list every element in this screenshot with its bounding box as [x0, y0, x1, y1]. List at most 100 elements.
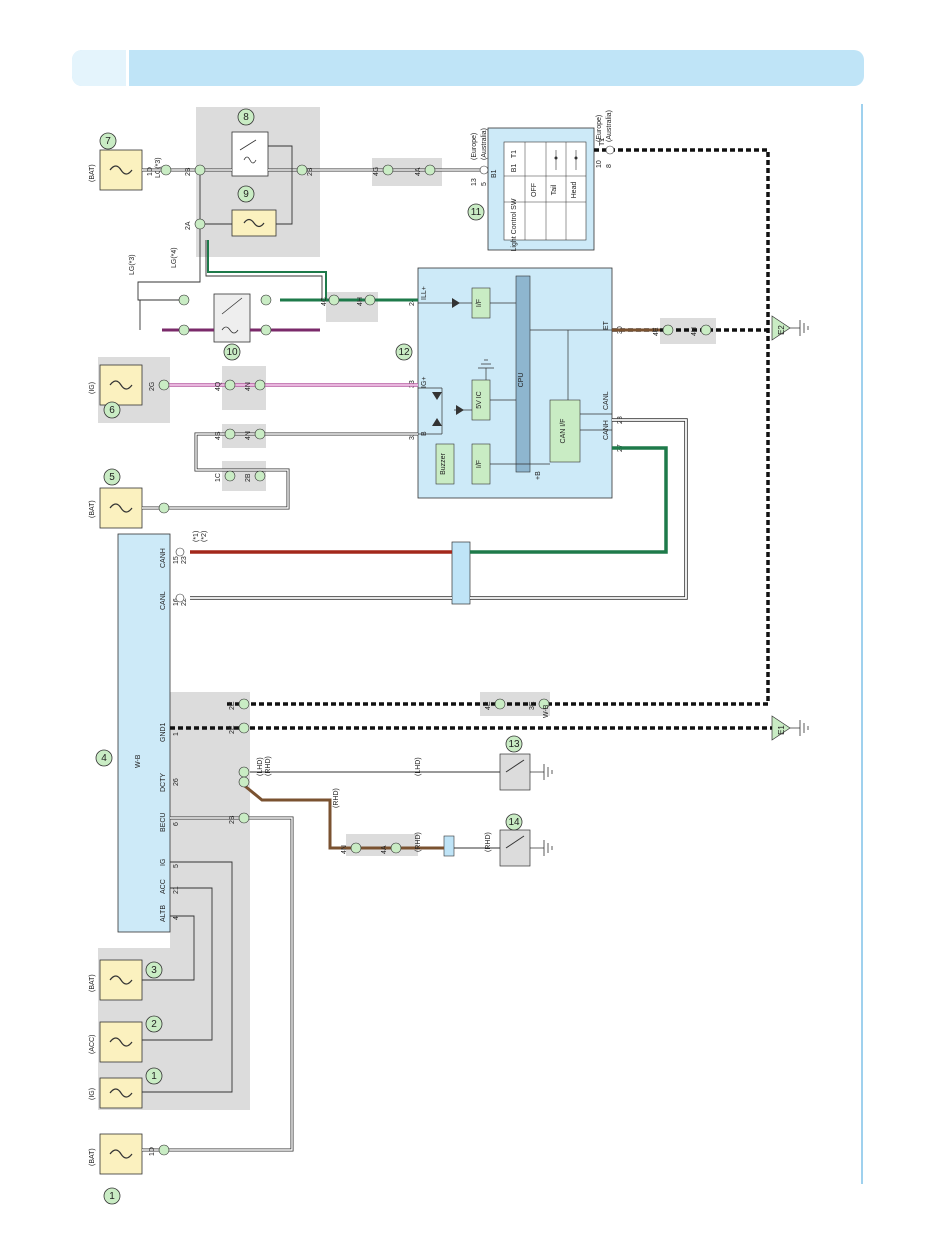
callouts: 1 1 2 3 4 5 6 7 8 9 10 11 12 13 14 — [95, 108, 523, 1205]
rhd-connector — [443, 835, 455, 857]
pin-circle — [254, 470, 266, 482]
pin-circle — [158, 502, 170, 514]
pin-circle — [260, 324, 272, 336]
callout-circle — [99, 132, 117, 150]
if-label: I/F — [476, 299, 483, 307]
callout-1b: 1 — [151, 1071, 157, 1082]
ground-e2-label: E2 — [777, 325, 786, 335]
right-margin-rule — [861, 104, 863, 1184]
switch-col-t1: T1 — [511, 150, 518, 158]
pin-circle — [494, 698, 506, 710]
pin-circle — [178, 324, 190, 336]
connector-code: 4H — [357, 297, 364, 306]
label-rhd-pin: (RHD) — [265, 756, 272, 776]
pin-circle — [238, 722, 250, 734]
switch-pos-off: OFF — [531, 183, 538, 197]
switch-14 — [499, 829, 531, 867]
switch-ground-icon — [530, 764, 553, 856]
ecu-num-26: 26 — [173, 778, 180, 786]
connector-pins — [158, 145, 712, 1156]
callout-6: 6 — [109, 405, 115, 416]
pin-circle — [254, 428, 266, 440]
can-junction-connector — [451, 541, 471, 605]
ecu-pin-dcty: DCTY — [160, 773, 167, 792]
switch-terminal-t1: T1 — [599, 138, 606, 146]
pin-circle — [224, 428, 236, 440]
callout-8: 8 — [243, 112, 249, 123]
callout-1a: 1 — [109, 1191, 115, 1202]
ecu-pin-canh: CANH — [160, 548, 167, 568]
b-diode-icon — [432, 418, 442, 426]
callout-circle — [145, 1067, 163, 1085]
callout-5: 5 — [109, 472, 115, 483]
can-if-block — [549, 399, 581, 463]
pin-circle — [328, 294, 340, 306]
ground-e2-icon — [771, 315, 791, 341]
connector-code: 4E — [485, 701, 492, 710]
callout-circle — [145, 961, 163, 979]
ecu-num-21: 21 — [173, 886, 180, 894]
pin-circle — [390, 842, 402, 854]
callout-4: 4 — [101, 753, 107, 764]
ecu-num-15: 15 — [173, 556, 180, 564]
switch-table — [503, 141, 587, 241]
callout-circle — [467, 203, 485, 221]
if2-label: I/F — [476, 460, 483, 468]
label-wb: W-B — [135, 754, 142, 768]
wire-canl-fill — [190, 419, 687, 599]
terminal-plus-b: +B — [535, 471, 542, 480]
fuse-symbol-icon — [109, 165, 265, 1159]
connector-code: 2E — [229, 701, 236, 710]
pin-circle — [238, 776, 250, 788]
can-if-label: CAN I/F — [560, 419, 567, 444]
connector-code: 4H — [691, 327, 698, 336]
5v-ic-label: 5V IC — [476, 391, 483, 409]
wire-b-outline — [142, 432, 418, 510]
connector-code: 4N — [245, 431, 252, 440]
ecu-num-16: 16 — [173, 598, 180, 606]
label-lg3: LG(*3) — [129, 254, 136, 275]
connector-codes: 1D 2B 2B 4G 4A 2A 4C 4H 2G 4Q 4N 4S 4N 1… — [147, 167, 698, 1156]
label-rhd-wire: (RHD) — [415, 832, 422, 852]
terminal-et: ET — [603, 320, 610, 330]
section-header-bar — [72, 50, 864, 86]
pin-circle — [158, 379, 170, 391]
pin-circle — [194, 164, 206, 176]
fuse-1-ig — [99, 1077, 143, 1109]
ecu-num-22: 22 — [181, 598, 188, 606]
lg-note-3: LG(*3) — [155, 157, 162, 178]
buzzer-label: Buzzer — [440, 452, 447, 474]
meter-internal-ground-icon — [478, 359, 494, 380]
connector-code: 2B — [307, 167, 314, 176]
connector-code: 4C — [321, 297, 328, 306]
ill-diode-icon — [452, 298, 460, 308]
connector-code: 2B — [229, 815, 236, 824]
pin-circle — [254, 379, 266, 391]
pin-circle — [700, 324, 712, 336]
callout-circle — [237, 108, 255, 126]
callout-circle — [103, 1187, 121, 1205]
fuse5-source: (BAT) — [89, 500, 96, 518]
relay-8-contact-icon — [239, 139, 257, 164]
switch-terminal-b1: B1 — [491, 169, 498, 178]
terminal-canl: CANL — [603, 391, 610, 410]
5v-diode-icon — [456, 405, 464, 415]
connector-code: 2B — [185, 167, 192, 176]
relay-8 — [231, 131, 269, 177]
switch-table-grid — [504, 142, 586, 240]
ig-diode-icon — [432, 392, 442, 400]
callout-circle — [237, 185, 255, 203]
switch-pin-10: 10 — [596, 160, 603, 168]
label-rhd-switch: (RHD) — [485, 832, 492, 852]
callout-circle — [103, 468, 121, 486]
pin-circle — [296, 164, 308, 176]
pin-circle — [224, 470, 236, 482]
relay-10-contact-icon — [221, 297, 243, 334]
ecu-pin-ig: IG — [160, 859, 167, 866]
label-lg4: LG(*4) — [171, 247, 178, 268]
callout-11: 11 — [471, 207, 482, 218]
ecu-num-5: 5 — [173, 864, 180, 868]
wire-lg-green — [207, 240, 327, 300]
pin-circle — [238, 698, 250, 710]
cpu-label: CPU — [518, 373, 525, 388]
